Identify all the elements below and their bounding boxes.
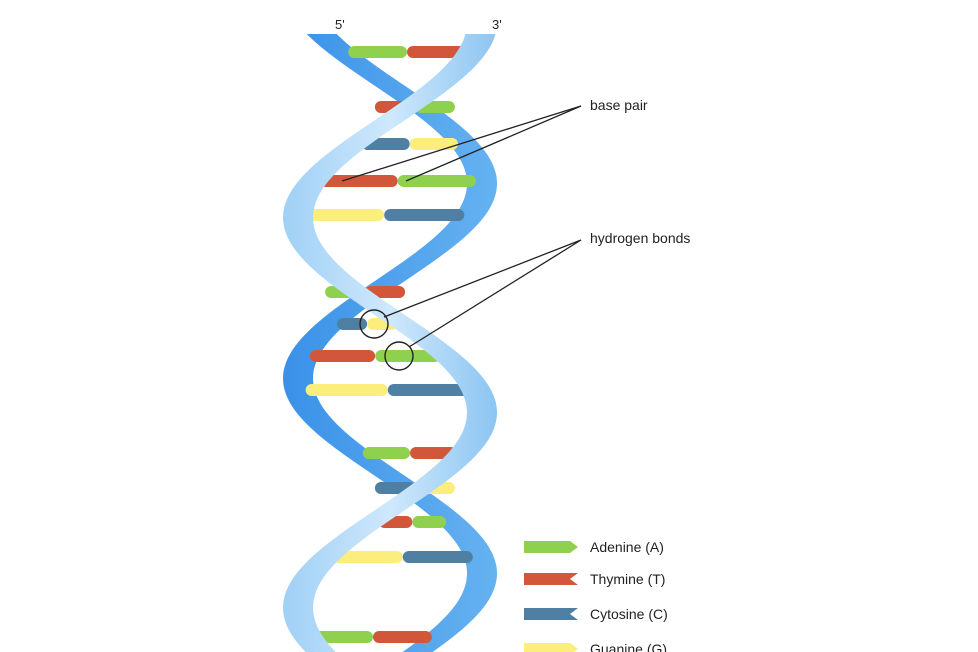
base-a xyxy=(397,175,476,187)
base-g xyxy=(305,384,388,396)
hydrogen-bonds-leader-line xyxy=(408,239,582,348)
base-c xyxy=(384,209,465,221)
base-t xyxy=(407,46,466,58)
base-g xyxy=(409,138,458,150)
base-c xyxy=(387,384,470,396)
guanine-swatch xyxy=(524,643,578,652)
legend-item-thymine: Thymine (T) xyxy=(524,571,665,587)
legend: Adenine (A) Thymine (T) Cytosine (C) Gua… xyxy=(524,539,668,652)
thymine-swatch xyxy=(524,573,578,585)
hydrogen-bonds-callout: hydrogen bonds xyxy=(359,230,690,371)
base-a xyxy=(314,631,373,643)
legend-item-guanine: Guanine (G) xyxy=(524,641,667,652)
base-t xyxy=(373,631,432,643)
base-g xyxy=(304,209,385,221)
strand-end-label-3-prime: 3' xyxy=(492,17,502,32)
base-a xyxy=(375,350,441,362)
backbone-ribbon xyxy=(283,34,497,652)
backbone-ribbon xyxy=(283,34,497,652)
legend-item-cytosine: Cytosine (C) xyxy=(524,606,668,622)
strand-end-label-5-prime: 5' xyxy=(335,17,345,32)
adenine-swatch xyxy=(524,541,578,553)
base-c xyxy=(402,551,473,563)
legend-label-adenine: Adenine (A) xyxy=(590,539,664,555)
hydrogen-bonds-label: hydrogen bonds xyxy=(590,230,690,246)
base-a xyxy=(412,516,447,528)
hydrogen-bond-circle xyxy=(359,309,389,339)
hydrogen-bonds-leader-line xyxy=(383,239,582,318)
backbone-strand-back xyxy=(283,34,497,652)
legend-label-guanine: Guanine (G) xyxy=(590,641,667,652)
base-pair-label: base pair xyxy=(590,97,648,113)
base-a xyxy=(348,46,407,58)
base-t xyxy=(319,175,398,187)
base-g xyxy=(332,551,403,563)
base-c xyxy=(337,318,368,330)
base-pair-leader-line xyxy=(341,105,582,182)
base-a xyxy=(362,447,410,459)
base-t xyxy=(309,350,376,362)
legend-item-adenine: Adenine (A) xyxy=(524,539,664,555)
legend-label-cytosine: Cytosine (C) xyxy=(590,606,668,622)
hydrogen-bond-circle xyxy=(384,341,414,371)
legend-label-thymine: Thymine (T) xyxy=(590,571,665,587)
base-pair-leader-line xyxy=(405,105,582,182)
base-pair-callout: base pair xyxy=(341,97,648,182)
cytosine-swatch xyxy=(524,608,578,620)
backbone-strand-front xyxy=(283,34,497,652)
